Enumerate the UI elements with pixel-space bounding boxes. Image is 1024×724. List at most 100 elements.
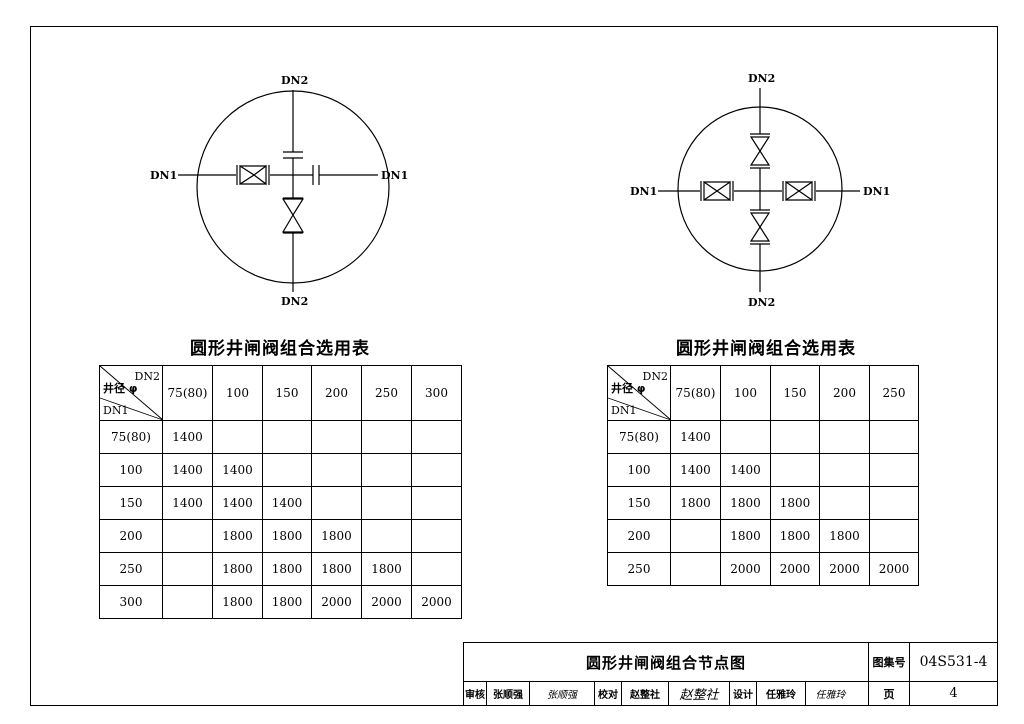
corner-well-diameter: 井径 φ bbox=[103, 382, 138, 395]
table-cell: 1400 bbox=[670, 420, 721, 454]
right-label-left: DN1 bbox=[630, 185, 657, 198]
table-cell bbox=[411, 552, 462, 586]
designer-signature: 任雅玲 bbox=[815, 690, 846, 701]
row-header: 75(80) bbox=[99, 420, 163, 454]
drawing-title: 圆形井闸阀组合节点图 bbox=[463, 642, 868, 682]
atlas-number: 04S531-4 bbox=[909, 642, 998, 682]
table-cell: 1400 bbox=[162, 486, 213, 520]
left-label-right: DN1 bbox=[381, 169, 408, 182]
table-cell bbox=[670, 519, 721, 553]
check-label: 校对 bbox=[595, 682, 622, 705]
table-cell: 1800 bbox=[212, 585, 263, 619]
table-cell: 1800 bbox=[262, 552, 312, 586]
row-header: 250 bbox=[607, 552, 671, 586]
table-cell bbox=[869, 486, 919, 520]
table-cell: 2000 bbox=[720, 552, 771, 586]
table-row: 75(80) 1400 bbox=[99, 420, 462, 454]
column-header: 250 bbox=[869, 365, 919, 421]
table-header-row: DN2 井径 φ DN1 75(80) 100 150 200 250 bbox=[607, 365, 919, 421]
table-row: 300 1800 1800 2000 2000 2000 bbox=[99, 585, 462, 619]
column-header: 250 bbox=[361, 365, 412, 421]
table-cell bbox=[770, 453, 820, 487]
right-selection-table: DN2 井径 φ DN1 75(80) 100 150 200 250 75(8… bbox=[607, 365, 919, 586]
page-number: 4 bbox=[909, 681, 998, 706]
table-cell: 1800 bbox=[720, 486, 771, 520]
corner-well-diameter: 井径 φ bbox=[611, 382, 646, 395]
table-cell bbox=[770, 420, 820, 454]
table-cell bbox=[411, 486, 462, 520]
table-cell bbox=[212, 420, 263, 454]
table-cell bbox=[361, 486, 412, 520]
column-header: 75(80) bbox=[670, 365, 721, 421]
table-cell: 1400 bbox=[212, 453, 263, 487]
table-cell bbox=[361, 519, 412, 553]
table-row: 250 1800 1800 1800 1800 bbox=[99, 552, 462, 586]
table-cell bbox=[819, 453, 870, 487]
table-cell: 1800 bbox=[819, 519, 870, 553]
corner-dn1: DN1 bbox=[103, 404, 129, 417]
table-cell bbox=[411, 519, 462, 553]
table-cell bbox=[869, 519, 919, 553]
page-label: 页 bbox=[868, 681, 910, 706]
table-cell: 1400 bbox=[162, 453, 213, 487]
table-cell: 1400 bbox=[670, 453, 721, 487]
table-corner-cell: DN2 井径 φ DN1 bbox=[99, 365, 163, 421]
table-cell bbox=[162, 552, 213, 586]
table-cell bbox=[311, 486, 362, 520]
column-header: 300 bbox=[411, 365, 462, 421]
table-row: 150 1400 1400 1400 bbox=[99, 486, 462, 520]
left-selection-table: DN2 井径 φ DN1 75(80) 100 150 200 250 300 … bbox=[99, 365, 462, 619]
row-header: 200 bbox=[607, 519, 671, 553]
table-cell: 2000 bbox=[869, 552, 919, 586]
table-row: 200 1800 1800 1800 bbox=[99, 519, 462, 553]
table-cell bbox=[311, 420, 362, 454]
table-cell: 1400 bbox=[720, 453, 771, 487]
table-cell bbox=[819, 420, 870, 454]
table-cell bbox=[819, 486, 870, 520]
table-cell: 2000 bbox=[411, 585, 462, 619]
title-block: 圆形井闸阀组合节点图 图集号 04S531-4 审核 张顺强 张顺强 校对 赵整… bbox=[463, 642, 998, 706]
checker-signature: 赵整社 bbox=[669, 682, 730, 705]
left-valve-diagram bbox=[178, 90, 390, 292]
right-table-title: 圆形井闸阀组合选用表 bbox=[676, 339, 856, 359]
table-cell: 1800 bbox=[361, 552, 412, 586]
reviewer-signature: 张顺强 bbox=[530, 682, 595, 705]
table-row: 75(80) 1400 bbox=[607, 420, 919, 454]
left-table-title: 圆形井闸阀组合选用表 bbox=[190, 339, 370, 359]
table-cell bbox=[311, 453, 362, 487]
table-cell bbox=[162, 585, 213, 619]
right-valve-diagram bbox=[658, 88, 860, 292]
left-label-bottom: DN2 bbox=[281, 295, 308, 308]
right-label-bottom: DN2 bbox=[748, 296, 775, 309]
corner-dn1: DN1 bbox=[611, 404, 637, 417]
column-header: 200 bbox=[311, 365, 362, 421]
table-row: 100 1400 1400 bbox=[607, 453, 919, 487]
table-cell: 1800 bbox=[311, 552, 362, 586]
table-cell: 2000 bbox=[311, 585, 362, 619]
table-cell bbox=[262, 453, 312, 487]
row-header: 200 bbox=[99, 519, 163, 553]
table-row: 100 1400 1400 bbox=[99, 453, 462, 487]
left-label-left: DN1 bbox=[150, 169, 177, 182]
table-cell bbox=[869, 420, 919, 454]
table-cell bbox=[411, 420, 462, 454]
table-cell: 1800 bbox=[212, 519, 263, 553]
corner-dn2: DN2 bbox=[642, 370, 668, 383]
table-cell: 1400 bbox=[262, 486, 312, 520]
table-cell: 1400 bbox=[212, 486, 263, 520]
row-header: 250 bbox=[99, 552, 163, 586]
table-cell: 1800 bbox=[670, 486, 721, 520]
table-cell: 1800 bbox=[311, 519, 362, 553]
column-header: 150 bbox=[262, 365, 312, 421]
table-cell bbox=[262, 420, 312, 454]
column-header: 100 bbox=[720, 365, 771, 421]
table-row: 250 2000 2000 2000 2000 bbox=[607, 552, 919, 586]
table-cell bbox=[720, 420, 771, 454]
table-cell: 1800 bbox=[770, 519, 820, 553]
table-cell: 1400 bbox=[162, 420, 213, 454]
table-cell: 1800 bbox=[212, 552, 263, 586]
table-cell: 1800 bbox=[720, 519, 771, 553]
table-cell: 1800 bbox=[770, 486, 820, 520]
row-header: 75(80) bbox=[607, 420, 671, 454]
